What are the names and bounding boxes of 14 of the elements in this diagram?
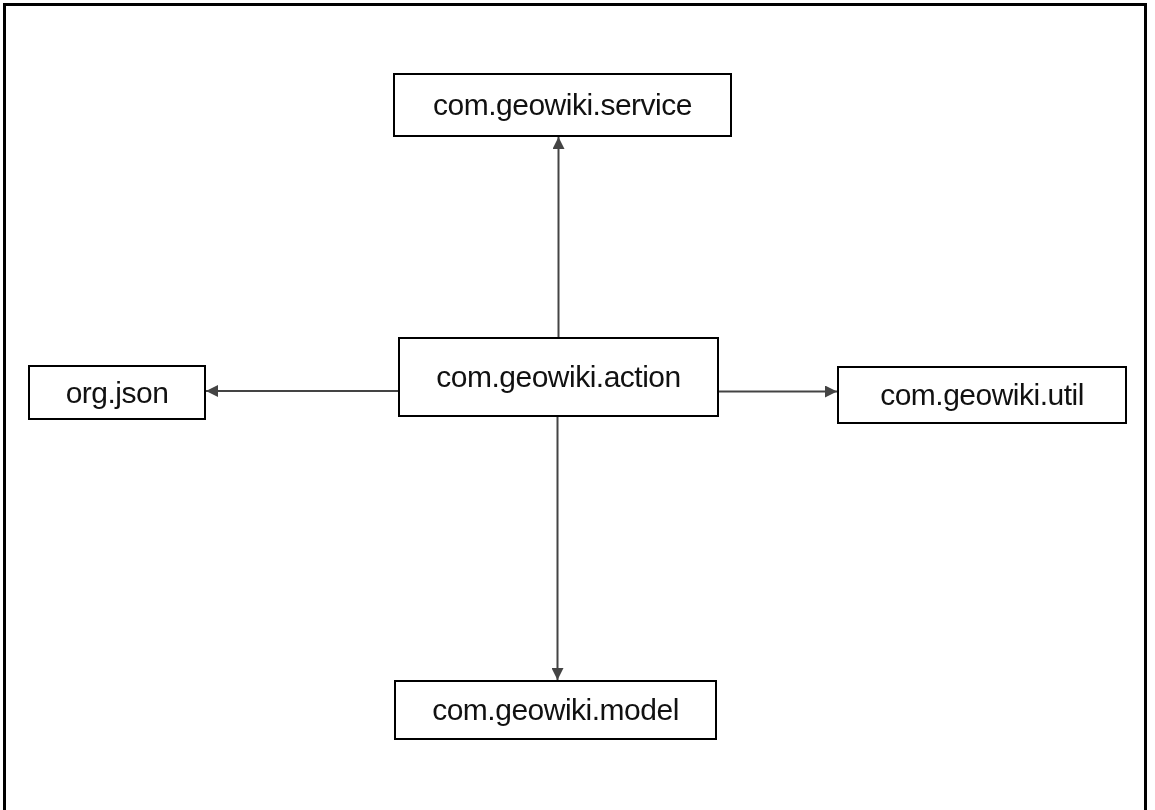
package-name: com.geowiki.model (432, 693, 679, 727)
package-box (394, 680, 717, 740)
arrow (718, 385, 838, 398)
package-box (393, 73, 732, 137)
arrow (205, 385, 399, 397)
package-name: com.geowiki.util (880, 378, 1084, 412)
package-name: com.geowiki.action (436, 360, 681, 394)
package-box (837, 366, 1127, 424)
package-name: com.geowiki.service (433, 88, 692, 122)
package-name: org.json (65, 375, 169, 410)
package-box (28, 365, 206, 420)
arrow (552, 136, 565, 338)
package-box (398, 337, 719, 417)
arrow (551, 416, 564, 681)
